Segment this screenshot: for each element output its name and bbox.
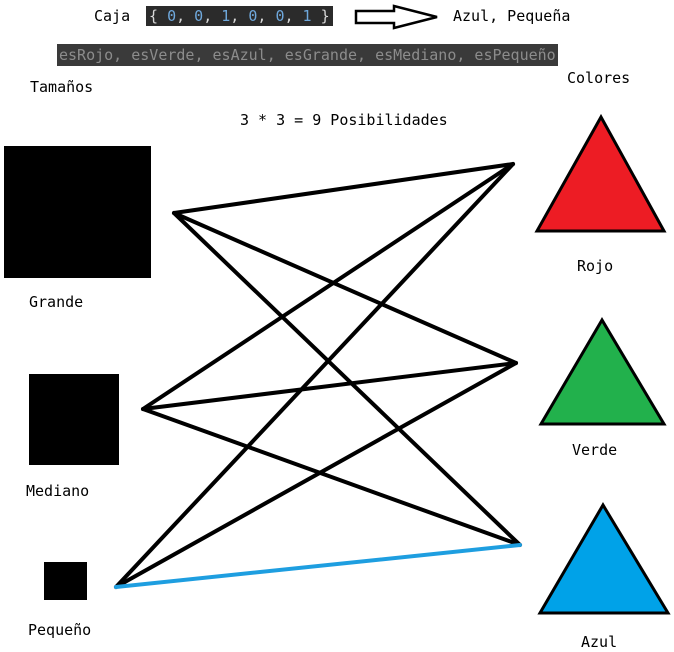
caja-label: Caja [94, 7, 131, 25]
square-grande [4, 146, 151, 278]
sizes-title: Tamaños [30, 78, 94, 96]
vector-code: { 0, 0, 1, 0, 0, 1 } [146, 6, 333, 26]
result-label: Azul, Pequeña [453, 7, 571, 25]
line-grande-verde [172, 211, 518, 365]
size-label-grande: Grande [29, 293, 84, 311]
vector-value-1: 0 [167, 7, 177, 25]
colors-title: Colores [567, 69, 631, 87]
triangle-azul [537, 502, 671, 615]
size-label-mediano: Mediano [26, 482, 90, 500]
square-pequeno [44, 562, 87, 600]
line-mediano-azul [141, 407, 522, 547]
line-mediano-rojo [141, 162, 515, 411]
formula-label: 3 * 3 = 9 Posibilidades [240, 111, 448, 129]
triangle-rojo [534, 113, 667, 233]
vector-value-2: 0 [194, 7, 204, 25]
line-grande-azul [172, 211, 522, 547]
color-label-verde: Verde [572, 441, 618, 459]
color-label-azul: Azul [581, 633, 618, 651]
vector-close-brace: } [320, 7, 330, 25]
color-label-rojo: Rojo [577, 257, 614, 275]
line-pequeno-rojo [114, 162, 515, 589]
triangle-verde [538, 317, 667, 426]
line-grande-rojo [172, 162, 515, 215]
line-pequeno-verde [114, 361, 518, 589]
vector-open-brace: { [149, 7, 159, 25]
square-mediano [29, 374, 119, 465]
vector-value-6: 1 [302, 7, 312, 25]
vector-value-4: 0 [248, 7, 258, 25]
flags-list: esRojo, esVerde, esAzul, esGrande, esMed… [57, 44, 558, 66]
line-mediano-verde [141, 361, 518, 411]
vector-value-3: 1 [221, 7, 231, 25]
line-pequeno-azul-highlight [114, 543, 522, 589]
vector-value-5: 0 [275, 7, 285, 25]
size-label-pequeno: Pequeño [28, 621, 92, 639]
